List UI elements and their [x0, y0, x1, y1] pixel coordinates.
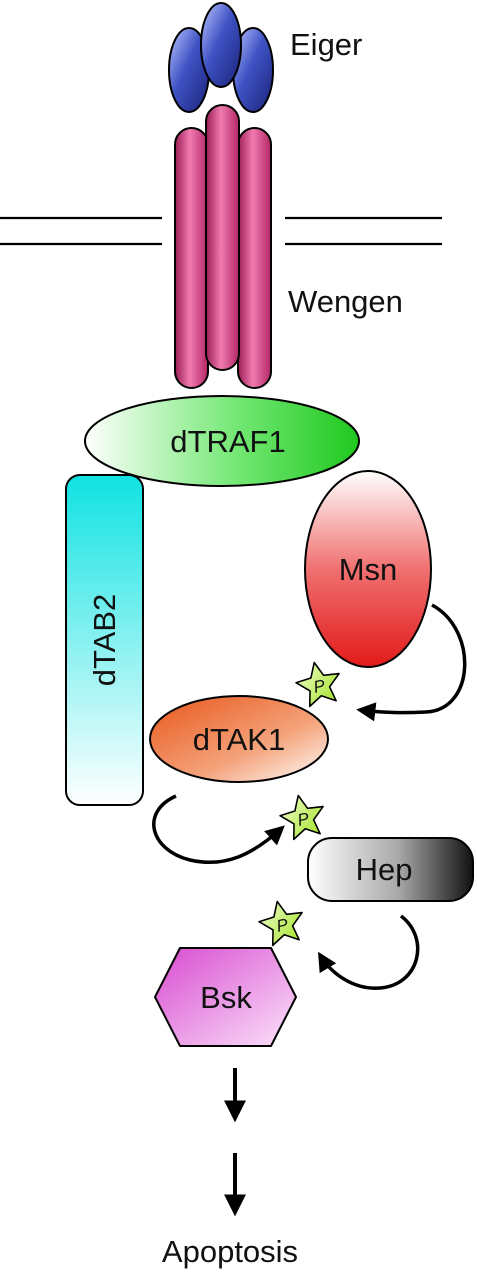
- dtraf1-node: dTRAF1: [84, 395, 360, 487]
- phospho-marker-dtak1: P: [295, 661, 340, 708]
- dtab2-label: dTAB2: [87, 594, 122, 686]
- svg-text:P: P: [296, 809, 312, 830]
- bsk-label: Bsk: [200, 980, 252, 1015]
- svg-text:P: P: [275, 915, 291, 936]
- phospho-marker-bsk: P: [258, 900, 303, 947]
- arrow-dtak1-to-hep: [152, 794, 285, 865]
- cell-membrane: [0, 216, 442, 246]
- hep-node: Hep: [307, 837, 474, 902]
- eiger-ligand: [168, 2, 274, 113]
- apoptosis-label: Apoptosis: [162, 1234, 298, 1269]
- dtak1-node: dTAK1: [149, 695, 329, 783]
- wengen-label: Wengen: [288, 284, 403, 319]
- eiger-label: Eiger: [290, 27, 362, 62]
- phospho-marker-hep: P: [279, 794, 324, 841]
- msn-node: Msn: [304, 470, 432, 668]
- wengen-receptor: [174, 104, 272, 389]
- arrow-msn-to-dtak1: [356, 603, 467, 722]
- msn-label: Msn: [339, 552, 398, 587]
- arrow-hep-to-bsk: [318, 914, 420, 990]
- hep-label: Hep: [356, 852, 413, 887]
- dtab2-node: dTAB2: [65, 474, 144, 806]
- svg-text:P: P: [312, 676, 328, 697]
- dtraf1-label: dTRAF1: [170, 424, 285, 459]
- dtak1-label: dTAK1: [193, 722, 285, 757]
- bsk-node: Bsk: [154, 947, 297, 1047]
